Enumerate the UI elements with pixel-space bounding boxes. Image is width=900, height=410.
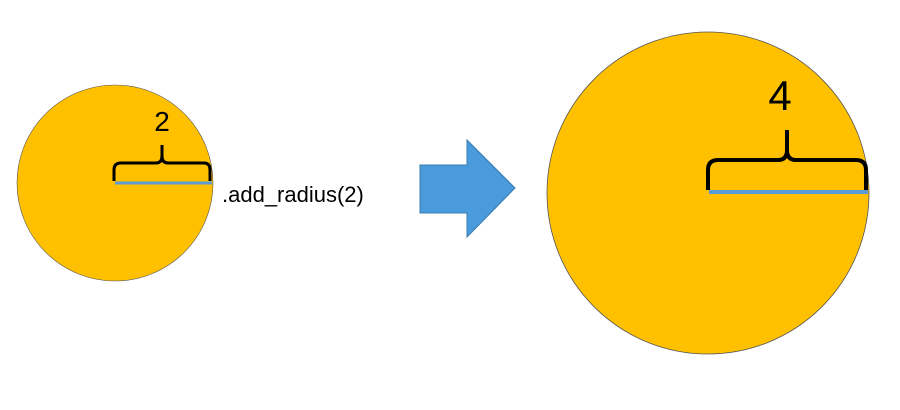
small-brace — [112, 145, 212, 181]
large-circle — [546, 31, 870, 355]
large-circle-group: 4 — [546, 31, 870, 355]
large-brace — [706, 130, 868, 190]
right-arrow-icon — [419, 138, 516, 239]
small-circle-group: 2 — [16, 84, 214, 282]
small-radius-label: 2 — [154, 106, 170, 137]
operation-label: .add_radius(2) — [222, 182, 364, 207]
large-radius-label: 4 — [768, 72, 791, 119]
